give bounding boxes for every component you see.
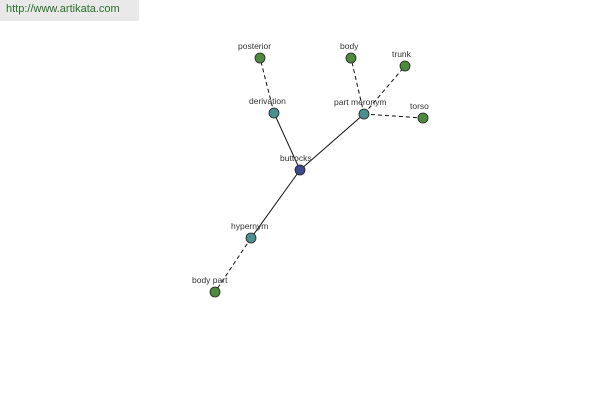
edge-part-meronym-torso — [363, 113, 424, 119]
node-trunk[interactable] — [399, 60, 411, 72]
graph-labels: derivation posterior part meronym body trunk… — [192, 41, 429, 285]
edge-center-hypernym — [250, 169, 301, 239]
label-torso[interactable]: torso — [410, 101, 429, 111]
graph-edges — [214, 57, 424, 293]
node-body-part[interactable] — [209, 286, 221, 298]
edge-part-meronym-body — [350, 57, 365, 115]
site-url[interactable]: http://www.artikata.com — [0, 0, 139, 21]
label-posterior[interactable]: posterior — [238, 41, 271, 51]
edge-center-part-meronym — [299, 113, 365, 171]
node-buttocks[interactable] — [294, 164, 306, 176]
label-body-part[interactable]: body part — [192, 275, 228, 285]
label-hypernym[interactable]: hypernym — [231, 221, 268, 231]
edge-derivation-posterior — [259, 57, 275, 114]
edge-hypernym-body-part — [214, 237, 252, 293]
node-torso[interactable] — [417, 112, 429, 124]
graph-nodes — [209, 52, 429, 298]
label-trunk[interactable]: trunk — [392, 49, 412, 59]
edge-center-derivation — [273, 112, 301, 171]
node-posterior[interactable] — [254, 52, 266, 64]
node-derivation[interactable] — [268, 107, 280, 119]
node-body[interactable] — [345, 52, 357, 64]
edge-part-meronym-trunk — [363, 65, 406, 115]
label-derivation[interactable]: derivation — [249, 96, 286, 106]
node-hypernym[interactable] — [245, 232, 257, 244]
label-part-meronym[interactable]: part meronym — [334, 97, 386, 107]
label-buttocks[interactable]: buttocks — [280, 153, 312, 163]
node-part-meronym[interactable] — [358, 108, 370, 120]
label-body[interactable]: body — [340, 41, 359, 51]
